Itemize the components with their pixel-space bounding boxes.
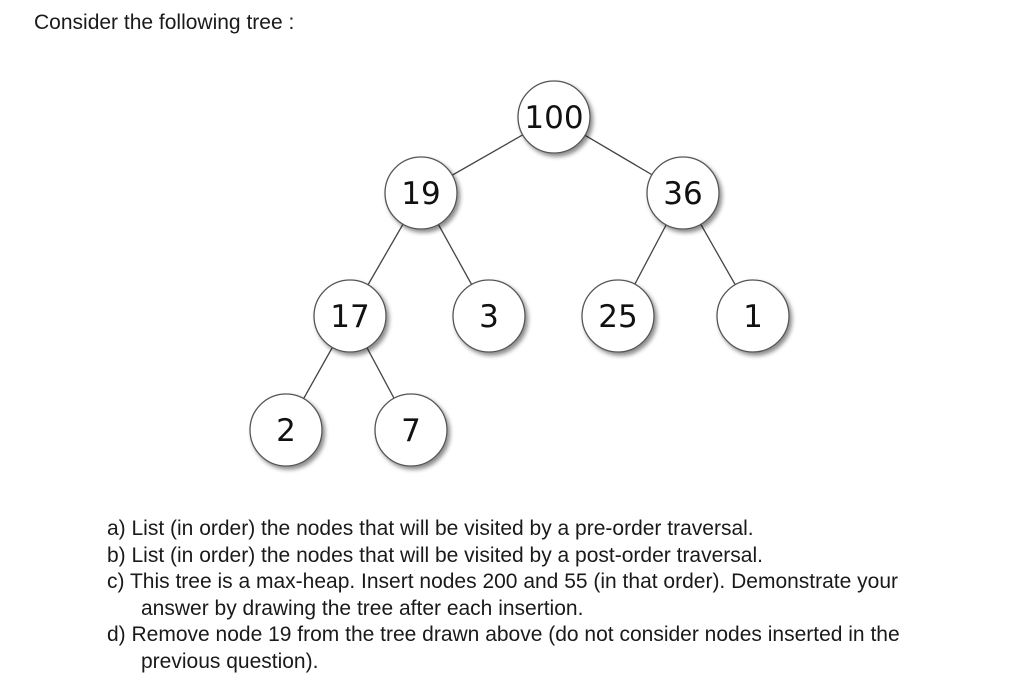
tree-node-3: 3 — [452, 279, 526, 353]
tree-node-label: 25 — [598, 299, 637, 335]
question-d: d) Remove node 19 from the tree drawn ab… — [107, 623, 900, 646]
tree-node-2: 2 — [249, 393, 323, 467]
tree-node-25: 25 — [581, 279, 655, 353]
tree-node-label: 1 — [743, 299, 763, 335]
tree-node-19: 19 — [384, 156, 458, 230]
question-a: a) List (in order) the nodes that will b… — [107, 517, 754, 540]
intro-text: Consider the following tree : — [34, 11, 295, 34]
tree-node-circle — [581, 279, 655, 353]
tree-node-label: 100 — [524, 100, 583, 136]
tree-node-7: 7 — [374, 393, 448, 467]
question-c-continuation: answer by drawing the tree after each in… — [141, 596, 584, 620]
tree-node-circle — [374, 393, 448, 467]
tree-node-1: 1 — [716, 279, 790, 353]
tree-node-circle — [646, 156, 720, 230]
tree-node-36: 36 — [646, 156, 720, 230]
tree-node-circle — [313, 279, 387, 353]
tree-node-17: 17 — [313, 279, 387, 353]
tree-node-circle — [716, 279, 790, 353]
tree-node-label: 36 — [663, 176, 702, 212]
question-b: b) List (in order) the nodes that will b… — [107, 543, 763, 567]
tree-nodes: 100 19 36 17 3 25 1 2 7 — [249, 80, 790, 467]
tree-node-circle — [452, 279, 526, 353]
tree-node-circle — [517, 80, 591, 154]
tree-node-label: 2 — [276, 413, 296, 449]
question-c: c) This tree is a max-heap. Insert nodes… — [107, 570, 899, 593]
tree-node-circle — [249, 393, 323, 467]
tree-node-label: 7 — [401, 413, 421, 449]
tree-node-label: 19 — [401, 176, 440, 212]
tree-diagram: 100 19 36 17 3 25 1 2 7 — [249, 80, 790, 467]
tree-node-label: 17 — [330, 299, 369, 335]
tree-node-label: 3 — [479, 299, 499, 335]
tree-node-100: 100 — [517, 80, 591, 154]
question-d-continuation: previous question). — [141, 649, 319, 673]
tree-node-circle — [384, 156, 458, 230]
question-list: a) List (in order) the nodes that will b… — [107, 516, 1007, 675]
